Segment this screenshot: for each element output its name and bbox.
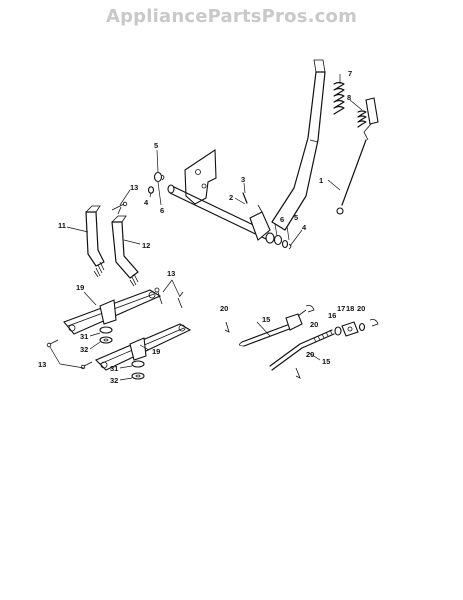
callout-5-right: 5 <box>294 213 298 222</box>
leader-lines <box>49 74 363 381</box>
callout-20-lower: 20 <box>306 350 314 359</box>
lift-link-part-11 <box>85 205 105 278</box>
callout-20-left: 20 <box>220 304 228 313</box>
lift-link-part-12 <box>111 215 139 287</box>
callout-31-upper: 31 <box>80 332 88 341</box>
callout-4-left: 4 <box>144 198 149 207</box>
callout-20-right: 20 <box>357 304 365 313</box>
hardware-16-17-18 <box>334 321 366 337</box>
callout-6-right: 6 <box>280 215 284 224</box>
callout-8: 8 <box>347 93 351 102</box>
callout-labels: 1 2 3 4 4 5 5 6 6 7 8 11 12 13 13 13 15 … <box>38 69 365 385</box>
left-hardware-5-6-4 <box>147 171 165 194</box>
spring-part-7 <box>333 81 345 115</box>
callout-1: 1 <box>319 176 323 185</box>
callout-13-left: 13 <box>38 360 46 369</box>
washers-31-32-upper <box>99 326 113 344</box>
hanger-part-19-upper <box>63 289 162 335</box>
callout-2: 2 <box>229 193 233 202</box>
callout-6-left: 6 <box>160 206 164 215</box>
hairpin-clips-20 <box>224 305 379 379</box>
clip-pins-13-left <box>46 339 93 370</box>
callout-7: 7 <box>348 69 352 78</box>
clip-pins-13-top <box>111 201 128 215</box>
bracket-plate <box>184 148 217 205</box>
adjust-rod-part-15-upper <box>239 309 307 347</box>
cross-shaft-part-2 <box>167 184 275 244</box>
spring-part-8 <box>357 110 367 128</box>
watermark-logo: AppliancePartsPros.com <box>105 6 358 27</box>
callout-19-lower: 19 <box>152 347 160 356</box>
callout-5-left: 5 <box>154 141 158 150</box>
pin-part-3 <box>242 192 248 204</box>
callout-19-upper: 19 <box>76 283 84 292</box>
callout-13-top: 13 <box>130 183 138 192</box>
adjust-rod-part-15-lower <box>269 329 335 371</box>
callout-18: 18 <box>346 304 354 313</box>
callout-11: 11 <box>58 221 66 230</box>
callout-16: 16 <box>328 311 336 320</box>
lift-handle <box>271 59 326 231</box>
callout-4-right: 4 <box>302 223 307 232</box>
callout-31-lower: 31 <box>110 364 118 373</box>
callout-15-lower: 15 <box>322 357 330 366</box>
callout-32-upper: 32 <box>80 345 88 354</box>
callout-32-lower: 32 <box>110 376 118 385</box>
callout-20-mid: 20 <box>310 320 318 329</box>
callout-17: 17 <box>337 304 345 313</box>
callout-12: 12 <box>142 241 150 250</box>
callout-3: 3 <box>241 175 245 184</box>
clip-pins-13-right <box>154 287 184 309</box>
right-hardware-6-5-4 <box>273 234 292 250</box>
callout-13-right: 13 <box>167 269 175 278</box>
rod-part-1 <box>336 139 367 215</box>
washers-31-32-lower <box>131 360 145 380</box>
handle-grip <box>363 97 379 141</box>
callout-15-upper: 15 <box>262 315 270 324</box>
